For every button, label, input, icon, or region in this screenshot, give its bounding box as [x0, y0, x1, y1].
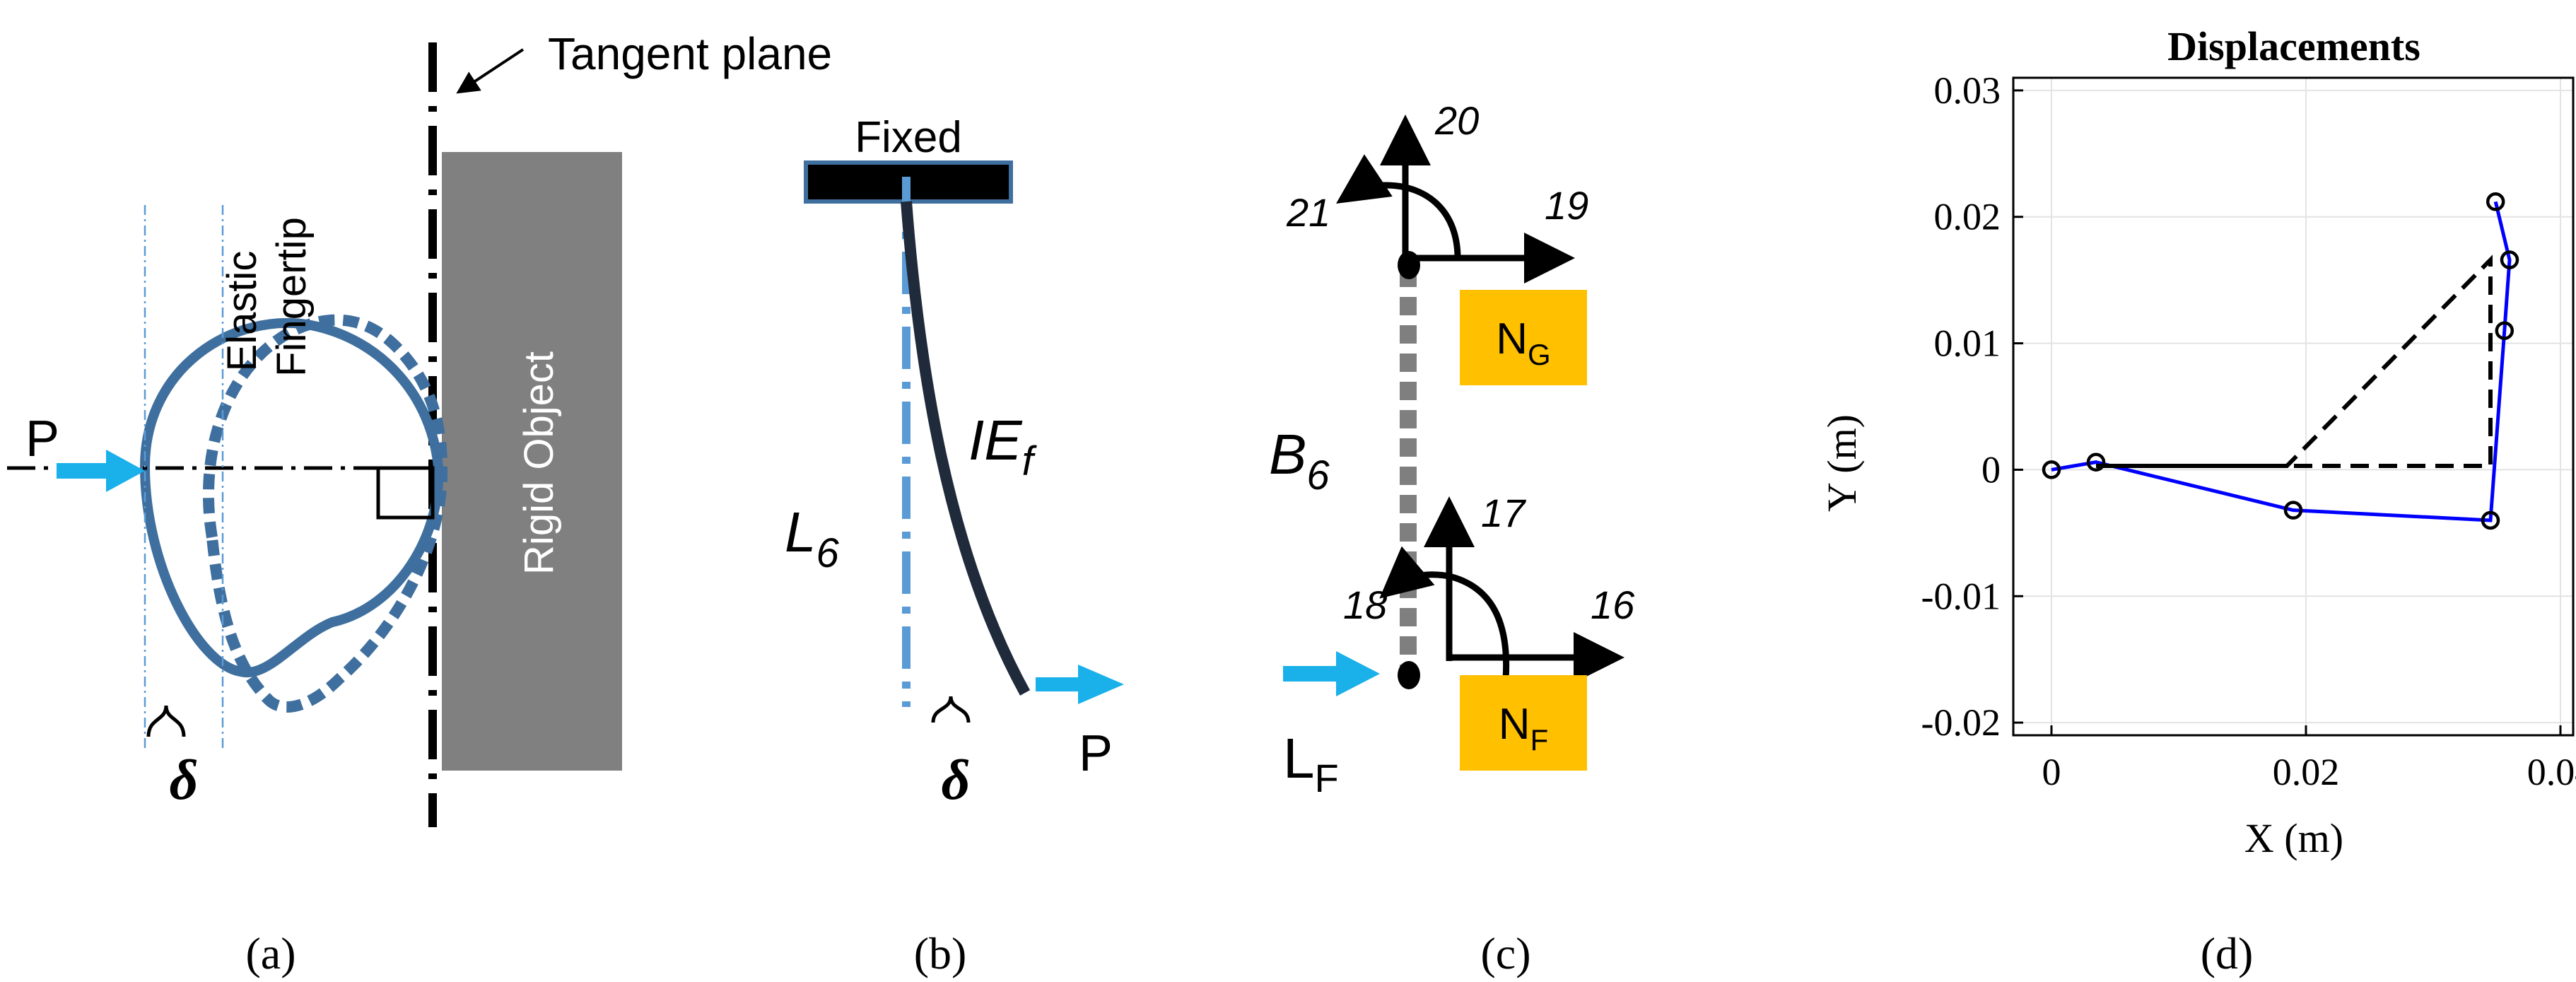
delta-label-a: δ [170, 749, 199, 812]
node-g-box [1460, 290, 1587, 385]
panel-d-chart: Displacements 0 0.02 0.04 -0.02 -0.01 0 0.01 0… [1819, 23, 2576, 978]
right-angle-marker [376, 466, 435, 520]
chart-y-tick-label: 0.03 [1934, 69, 2001, 112]
bottom-dof-label-horizontal: 16 [1591, 583, 1635, 627]
top-dof-label-rotation: 21 [1286, 190, 1330, 235]
fingertip-original [139, 317, 444, 678]
panel-c: 20 19 21 NG B6 17 16 18 NF LF (c) [1269, 98, 1635, 978]
tangent-pointer-arrow [456, 48, 525, 94]
panel-a: Rigid Object Tangent plane P δ Elastic F… [7, 28, 832, 978]
chart-title: Displacements [2167, 23, 2420, 69]
chart-y-tick-label: -0.02 [1921, 701, 2001, 744]
load-label: LF [1283, 727, 1339, 800]
fingertip-deformed [202, 314, 448, 713]
caption-a: (a) [245, 928, 295, 978]
top-dof-label-horizontal: 19 [1545, 183, 1588, 228]
caption-b: (b) [914, 928, 967, 978]
force-arrow-a-head [106, 450, 145, 492]
chart-y-label: Y (m) [1819, 414, 1865, 512]
chart-y-tick-label: -0.01 [1921, 575, 2001, 617]
chart-series [2042, 192, 2519, 530]
chart-marker [2042, 460, 2061, 479]
force-label-b: P [1079, 725, 1113, 782]
tangent-plane-label: Tangent plane [548, 28, 832, 79]
force-label-a: P [25, 411, 59, 467]
fixed-label: Fixed [855, 113, 962, 162]
beam-label: B6 [1269, 423, 1330, 498]
bottom-node-dot [1398, 661, 1420, 689]
chart-y-tick-label: 0.01 [1934, 322, 2001, 365]
rigid-object-label: Rigid Object [516, 351, 562, 575]
load-arrow-head [1336, 651, 1380, 696]
chart-marker [2481, 510, 2500, 530]
bottom-dof-label-vertical: 17 [1481, 491, 1526, 535]
fingertip-label-line2: Fingertip [269, 217, 315, 377]
delta-brace-a [146, 705, 186, 737]
chart-marker [2283, 501, 2303, 520]
force-arrow-b-head [1078, 665, 1124, 704]
chart-marker [2086, 452, 2106, 472]
chart-series-line-1 [2096, 255, 2493, 469]
node-g-label: NG [1496, 315, 1550, 371]
delta-brace-b [931, 696, 971, 723]
top-dof-label-vertical: 20 [1434, 98, 1479, 143]
length-label: L6 [785, 501, 840, 576]
chart-y-tick-label: 0.02 [1934, 196, 2001, 238]
stiffness-label: IEf [968, 409, 1038, 484]
panel-b: Fixed P IEf L6 δ (b) [785, 113, 1124, 978]
bottom-dof-label-rotation: 18 [1343, 583, 1387, 627]
chart-marker [2500, 250, 2519, 269]
deflected-beam [901, 201, 1031, 696]
delta-label-b: δ [942, 749, 971, 812]
chart-x-ticks: 0 0.02 0.04 [2042, 725, 2576, 793]
chart-marker [2486, 192, 2505, 211]
bottom-dof-rotation-arrow [1379, 546, 1510, 679]
chart-x-tick-label: 0.04 [2527, 751, 2576, 793]
chart-x-label: X (m) [2244, 815, 2343, 861]
chart-y-tick-label: 0 [1981, 448, 2001, 491]
chart-series-line-0 [2051, 201, 2512, 522]
caption-d: (d) [2201, 928, 2254, 978]
chart-y-ticks: -0.02 -0.01 0 0.01 0.02 0.03 [1921, 69, 2023, 744]
caption-c: (c) [1480, 928, 1530, 978]
rigid-object [442, 152, 622, 771]
top-dof-rotation-arrow [1336, 154, 1461, 259]
chart-marker [2495, 321, 2514, 340]
node-f-label: NF [1499, 700, 1548, 756]
chart-grid [2013, 78, 2573, 735]
fingertip-label-line1: Elastic [219, 251, 265, 372]
chart-x-tick-label: 0 [2042, 751, 2061, 793]
chart-frame [2012, 76, 2575, 737]
chart-x-tick-label: 0.02 [2273, 751, 2340, 793]
node-f-box [1460, 675, 1587, 771]
